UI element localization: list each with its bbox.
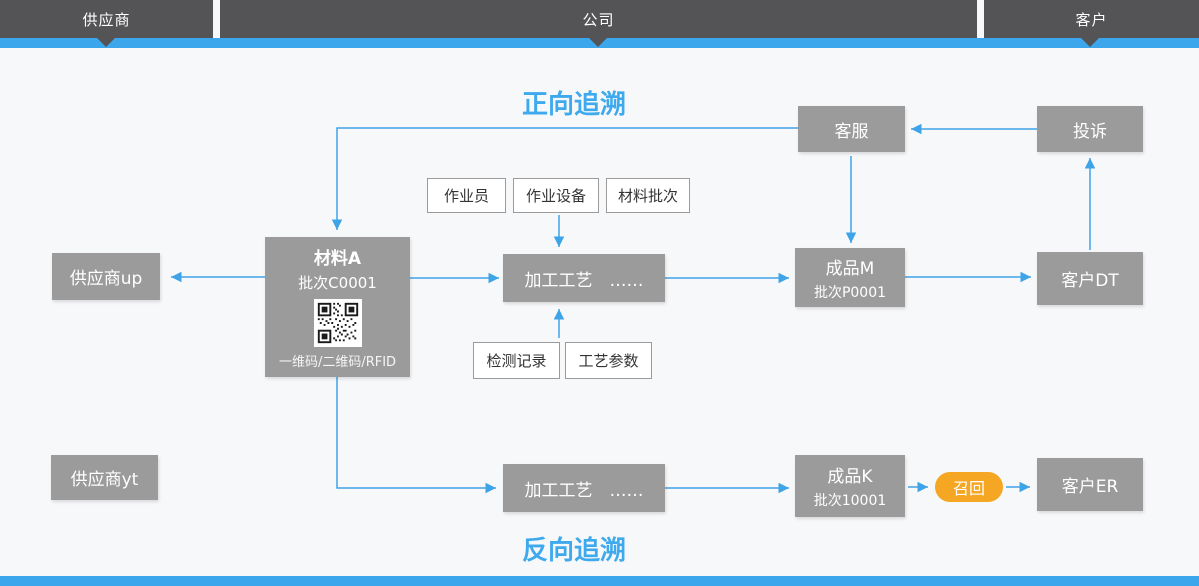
material-a-code-caption: 一维码/二维码/RFID [278, 355, 397, 370]
customer-service-label: 客服 [834, 121, 869, 142]
tag-equipment: 作业设备 [513, 178, 599, 213]
product-k-batch: 批次10001 [813, 493, 887, 509]
supplier-pointer-icon [97, 38, 115, 47]
process-params-label: 工艺参数 [578, 352, 639, 370]
customer-dt-label: 客户DT [1061, 271, 1119, 291]
material-a-batch: 批次C0001 [298, 274, 377, 292]
header-customer-label: 客户 [1075, 10, 1108, 29]
tag-process-params: 工艺参数 [565, 342, 652, 379]
node-customer-er: 客户ER [1037, 458, 1143, 511]
material-batch-label: 材料批次 [617, 187, 678, 205]
backward-trace-title: 反向追溯 [521, 536, 626, 566]
tag-inspection-record: 检测记录 [473, 342, 560, 379]
product-k-title: 成品K [827, 467, 873, 487]
node-material-a: 材料A 批次C0001 一维码/二维码/RFID [265, 237, 410, 377]
header-segment-supplier: 供应商 [0, 0, 213, 38]
node-process-1: 加工工艺 …… [503, 254, 665, 302]
node-process-2: 加工工艺 …… [503, 464, 665, 512]
qr-code-icon [313, 299, 362, 347]
node-product-m: 成品M 批次P0001 [795, 248, 905, 307]
supplier-up-label: 供应商up [69, 269, 143, 289]
recall-label: 召回 [952, 479, 985, 498]
product-m-title: 成品M [825, 258, 875, 279]
node-customer-service: 客服 [798, 106, 905, 152]
recall-badge: 召回 [935, 472, 1003, 502]
supplier-yt-label: 供应商yt [70, 470, 139, 490]
tag-operator: 作业员 [427, 178, 506, 213]
header-supplier-label: 供应商 [82, 10, 131, 29]
material-a-title: 材料A [313, 249, 362, 269]
node-product-k: 成品K 批次10001 [795, 455, 905, 517]
node-supplier-up: 供应商up [52, 253, 160, 300]
tag-material-batch: 材料批次 [606, 178, 690, 213]
company-pointer-icon [589, 38, 607, 47]
equipment-label: 作业设备 [525, 187, 586, 205]
node-complaint: 投诉 [1037, 106, 1143, 152]
process-1-label: 加工工艺 …… [524, 270, 644, 291]
header-segment-company: 公司 [220, 0, 977, 38]
customer-pointer-icon [1081, 38, 1099, 47]
node-supplier-yt: 供应商yt [51, 455, 158, 500]
header-segment-customer: 客户 [984, 0, 1199, 38]
footer-accent-bar [0, 576, 1199, 586]
complaint-label: 投诉 [1073, 121, 1107, 142]
header-company-label: 公司 [582, 10, 615, 29]
operator-label: 作业员 [443, 187, 489, 205]
inspection-record-label: 检测记录 [486, 352, 547, 370]
customer-er-label: 客户ER [1061, 477, 1119, 497]
node-customer-dt: 客户DT [1037, 252, 1143, 305]
product-m-batch: 批次P0001 [813, 284, 887, 301]
forward-trace-title: 正向追溯 [521, 90, 626, 120]
process-2-label: 加工工艺 …… [524, 480, 644, 501]
